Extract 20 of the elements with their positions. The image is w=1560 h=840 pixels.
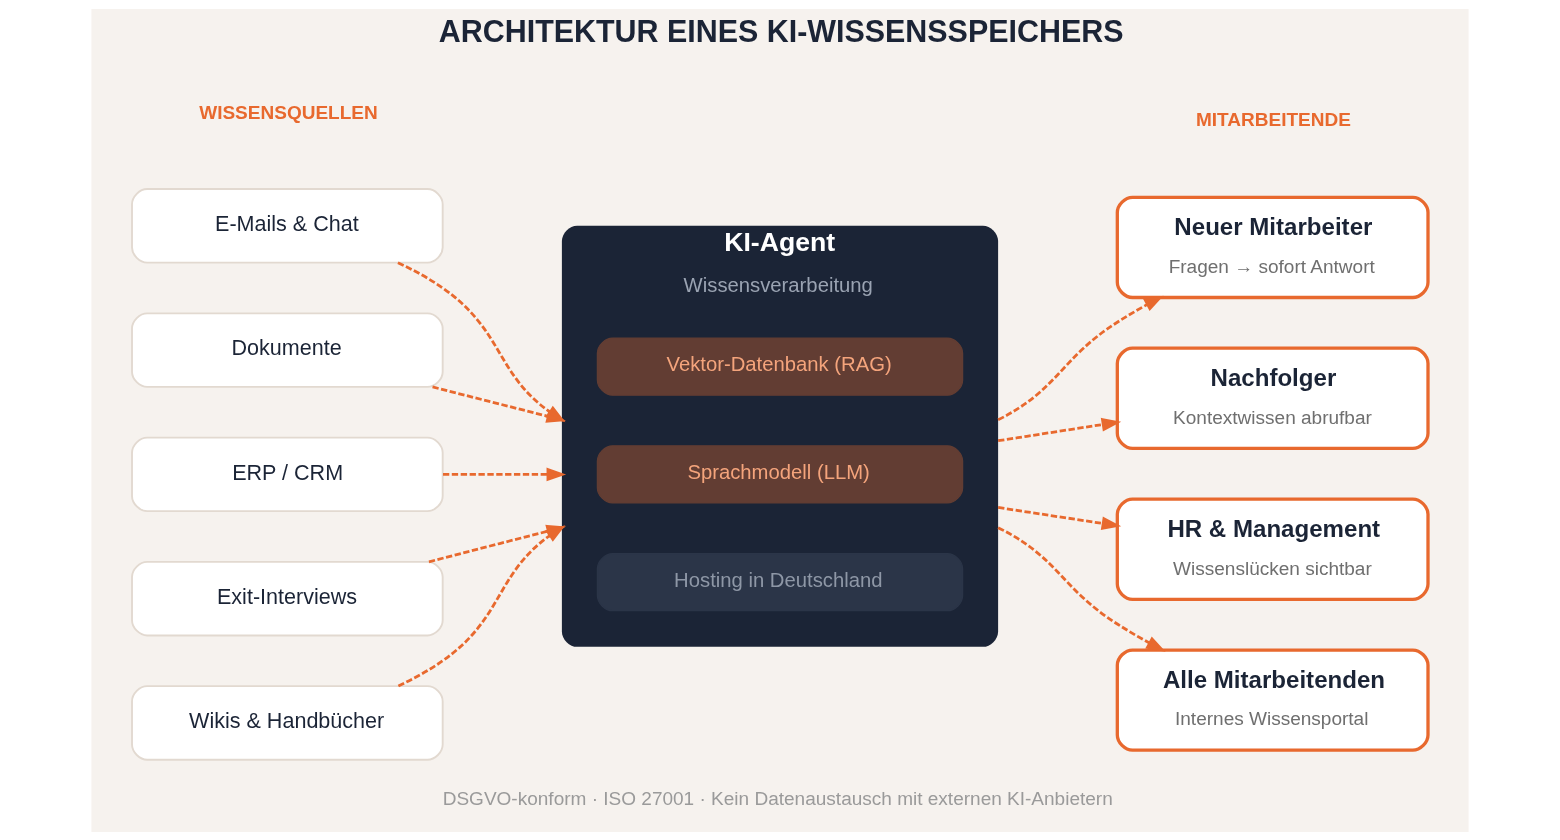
node-box: ERP / CRM: [131, 436, 444, 512]
node-box: Neuer Mitarbeiter Fragen → sofort Antwort: [1115, 195, 1430, 299]
node-box: Nachfolger Kontextwissen abrufbar: [1115, 346, 1430, 450]
arrow: [997, 525, 1166, 652]
node-box: Vektor-Datenbank (RAG): [596, 336, 964, 396]
label: WISSENSQUELLEN: [199, 101, 378, 123]
node-box: Exit-Interviews: [131, 560, 444, 636]
node-box: Alle Mitarbeitenden Internes Wissensportal: [1115, 647, 1430, 752]
label: MITARBEITENDE: [1195, 108, 1351, 130]
arrow: [997, 417, 1122, 442]
node-box: HR & Management Wissenslücken sichtbar: [1115, 496, 1430, 601]
arrow: [443, 467, 567, 481]
node-box: E-Mails & Chat: [131, 187, 444, 264]
node-box: Sprachmodell (LLM): [596, 444, 964, 504]
node-box: Wikis & Handbücher: [131, 684, 444, 761]
arrow: [997, 295, 1164, 421]
diagram-title: ARCHITEKTUR EINES KI-WISSENSSPEICHERS: [438, 13, 1124, 48]
arrow: [997, 505, 1122, 530]
caption: DSGVO-konform · ISO 27001 · Kein Datenaustausch mit externen KI-Anbietern: [442, 787, 1113, 809]
node-box: Dokumente: [131, 311, 444, 388]
